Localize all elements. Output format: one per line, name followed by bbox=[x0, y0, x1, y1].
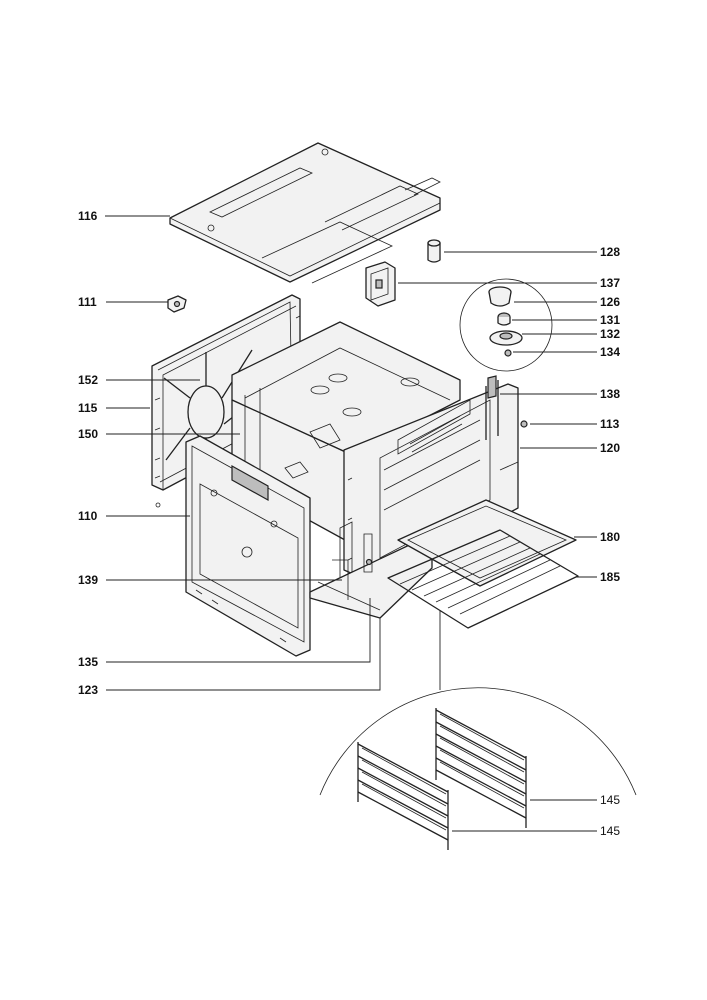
label-134: 134 bbox=[600, 345, 620, 359]
wire-shelf-part bbox=[387, 529, 579, 629]
label-111: 111 bbox=[78, 295, 97, 309]
label-185: 185 bbox=[600, 570, 620, 584]
label-116: 116 bbox=[78, 209, 98, 223]
label-180: 180 bbox=[600, 530, 620, 544]
leader-lines bbox=[105, 215, 597, 832]
fan-motor-group bbox=[459, 278, 553, 372]
shelf-support-group bbox=[319, 687, 637, 850]
label-113: 113 bbox=[600, 417, 620, 431]
label-145-lower: 145 bbox=[600, 824, 620, 838]
oven-cavity-part bbox=[231, 321, 461, 541]
label-139: 139 bbox=[78, 573, 98, 587]
label-138: 138 bbox=[600, 387, 620, 401]
label-150: 150 bbox=[78, 427, 98, 441]
label-110: 110 bbox=[78, 509, 98, 523]
label-128: 128 bbox=[600, 245, 620, 259]
label-126: 126 bbox=[600, 295, 620, 309]
label-120: 120 bbox=[600, 441, 620, 455]
label-135: 135 bbox=[78, 655, 98, 669]
oven-door-part bbox=[185, 435, 311, 657]
label-131: 131 bbox=[600, 313, 620, 327]
label-137: 137 bbox=[600, 276, 620, 290]
baking-tray-part bbox=[397, 499, 577, 587]
label-145-upper: 145 bbox=[600, 793, 620, 807]
label-152: 152 bbox=[78, 373, 98, 387]
cylinder-part-128 bbox=[427, 239, 441, 263]
screw-part-113 bbox=[520, 420, 528, 428]
label-123: 123 bbox=[78, 683, 98, 697]
label-132: 132 bbox=[600, 327, 620, 341]
top-panel-part bbox=[169, 142, 441, 284]
label-115: 115 bbox=[78, 401, 98, 415]
front-frame-part bbox=[343, 375, 519, 585]
bracket-part-137 bbox=[365, 261, 396, 307]
clip-part-111 bbox=[167, 295, 187, 313]
